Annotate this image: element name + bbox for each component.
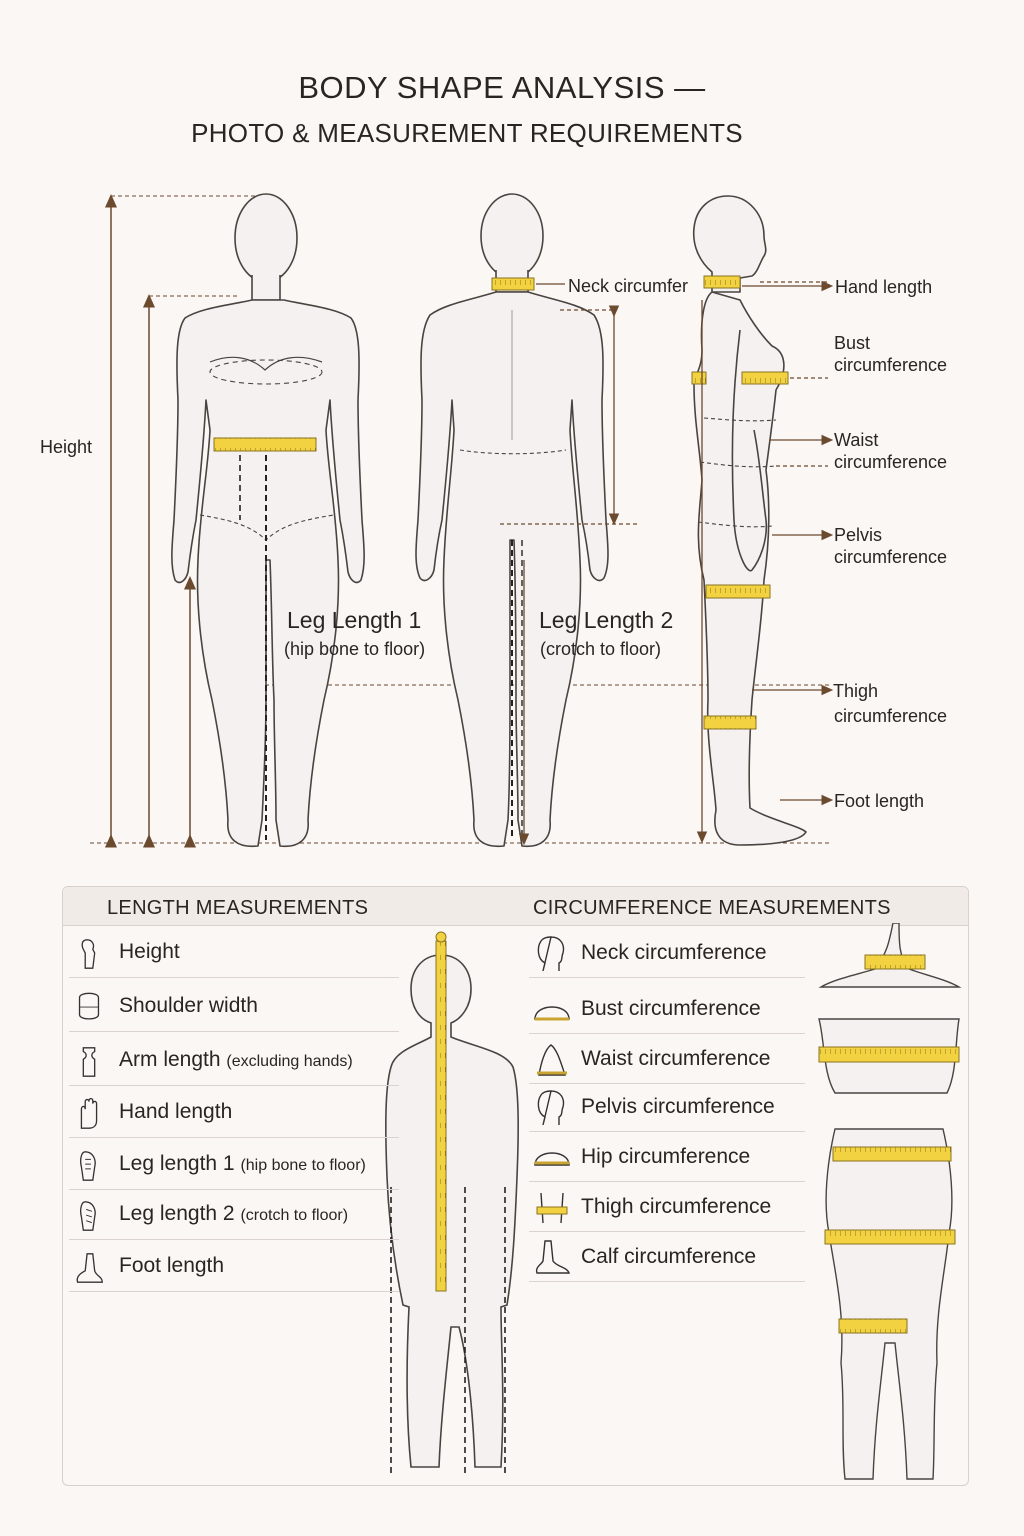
- circumference-measurement-icon: [536, 1192, 568, 1224]
- circumference-item-label: Waist circumference: [581, 1047, 771, 1070]
- height-label: Height: [40, 437, 93, 457]
- neck-circumference-label: Neck circumfer: [568, 276, 689, 296]
- length-row: Foot length: [69, 1241, 399, 1292]
- length-item-label: Foot length: [119, 1254, 224, 1278]
- circumference-item-label: Thigh circumference: [581, 1195, 772, 1218]
- pelvis-label-line1: Pelvis: [834, 525, 883, 545]
- length-row: Leg length 1 (hip bone to floor): [69, 1139, 399, 1190]
- length-item-label: Hand length: [119, 1100, 232, 1124]
- body-diagram: [90, 193, 834, 848]
- circumference-row: Thigh circumference: [529, 1181, 805, 1232]
- circumference-item-label: Bust circumference: [581, 997, 761, 1020]
- circumference-measurement-icon: [537, 1044, 567, 1076]
- bust-label-line2: circumference: [834, 355, 948, 375]
- circumference-heading: CIRCUMFERENCE MEASUREMENTS: [533, 897, 891, 919]
- length-measurement-icon: [81, 939, 96, 969]
- length-item-note: (excluding hands): [226, 1053, 353, 1070]
- circumference-item-label: Calf circumference: [581, 1245, 757, 1268]
- hip-tape: [824, 1229, 956, 1245]
- thigh-tape: [838, 1318, 908, 1334]
- pelvis-label-line2: circumference: [834, 547, 948, 567]
- length-heading: LENGTH MEASUREMENTS: [107, 897, 369, 919]
- length-item-note: (crotch to floor): [240, 1207, 349, 1224]
- front-waist-tape: [213, 437, 317, 452]
- length-row: Leg length 2 (crotch to floor): [69, 1189, 399, 1240]
- thigh-label-line1: Thigh: [833, 681, 879, 701]
- circumference-item-label: Neck circumference: [581, 941, 767, 964]
- waist-label-line1: Waist: [834, 430, 879, 450]
- length-measurement-icon: [82, 1047, 96, 1077]
- side-bust-tape: [741, 371, 789, 385]
- leg-length-2-label: Leg Length 2: [539, 607, 674, 633]
- length-item-note: (hip bone to floor): [240, 1157, 366, 1174]
- leg-length-2-note: (crotch to floor): [540, 639, 662, 659]
- side-neck-tape: [703, 275, 741, 289]
- length-row: Hand length: [69, 1087, 399, 1138]
- bust-tape: [818, 1046, 960, 1063]
- height-arrow: [105, 194, 196, 848]
- page-title: BODY SHAPE ANALYSIS —: [298, 70, 706, 105]
- panel-header: LENGTH MEASUREMENTS CIRCUMFERENCE MEASUR…: [63, 887, 968, 926]
- neck-tape: [864, 954, 926, 970]
- circumference-row: Waist circumference: [529, 1033, 805, 1084]
- thigh-label-line2: circumference: [834, 706, 948, 726]
- bust-label-line1: Bust: [834, 333, 871, 353]
- leg-length-1-label: Leg Length 1: [287, 607, 422, 633]
- circumference-row: Calf circumference: [529, 1231, 805, 1282]
- length-item-name: Arm length: [119, 1048, 221, 1071]
- circumference-measurement-icon: [537, 936, 565, 972]
- length-item-name: Height: [119, 940, 180, 963]
- front-figure: [171, 193, 365, 848]
- leg-length-1-note: (hip bone to floor): [284, 639, 426, 659]
- length-item-name: Leg length 1: [119, 1152, 235, 1175]
- waist-label-line2: circumference: [834, 452, 948, 472]
- length-item-name: Leg length 2: [119, 1202, 235, 1225]
- length-item-name: Hand length: [119, 1100, 233, 1123]
- circumference-measurement-icon: [534, 1006, 570, 1021]
- back-figure: [415, 193, 609, 848]
- waist-tape: [832, 1146, 952, 1162]
- side-calf-tape: [703, 715, 757, 730]
- back-neck-tape: [491, 277, 535, 291]
- length-measurement-icon: [80, 1151, 96, 1181]
- length-item-label: Arm length (excluding hands): [119, 1048, 353, 1072]
- side-bust-tape-back: [691, 371, 707, 385]
- circumference-measurement-icon: [535, 1240, 570, 1274]
- length-measurement-icon: [78, 992, 100, 1020]
- length-item-label: Leg length 2 (crotch to floor): [119, 1202, 348, 1226]
- circumference-row: Hip circumference: [529, 1131, 805, 1182]
- length-row: Height: [69, 927, 399, 978]
- circumference-row: Neck circumference: [529, 927, 805, 978]
- circumference-measurement-icon: [537, 1090, 565, 1126]
- length-measurement-icon: [76, 1253, 103, 1283]
- circumference-item-label: Hip circumference: [581, 1145, 751, 1168]
- length-row: Shoulder width: [69, 981, 399, 1032]
- length-item-name: Foot length: [119, 1254, 225, 1277]
- page-subtitle: PHOTO & MEASUREMENT REQUIREMENTS: [191, 118, 743, 148]
- measurements-panel: LENGTH MEASUREMENTS CIRCUMFERENCE MEASUR…: [62, 886, 969, 1486]
- length-item-label: Leg length 1 (hip bone to floor): [119, 1152, 366, 1176]
- circumference-row: Pelvis circumference: [529, 1081, 805, 1132]
- side-thigh-tape: [705, 584, 771, 599]
- length-item-name: Shoulder width: [119, 994, 258, 1017]
- length-item-label: Shoulder width: [119, 994, 258, 1018]
- length-measurement-icon: [80, 1097, 98, 1129]
- length-row: Arm length (excluding hands): [69, 1035, 399, 1086]
- circumference-measurement-icon: [534, 1152, 570, 1166]
- circumference-item-label: Pelvis circumference: [581, 1095, 775, 1118]
- circumference-photos: [818, 923, 962, 1480]
- back-tape-figure: [385, 931, 519, 1473]
- foot-length-label: Foot length: [834, 791, 925, 811]
- length-measurement-icon: [80, 1201, 96, 1231]
- hand-length-label: Hand length: [835, 277, 933, 297]
- side-figure: [692, 195, 807, 846]
- circumference-row: Bust circumference: [529, 983, 805, 1034]
- length-item-label: Height: [119, 940, 180, 964]
